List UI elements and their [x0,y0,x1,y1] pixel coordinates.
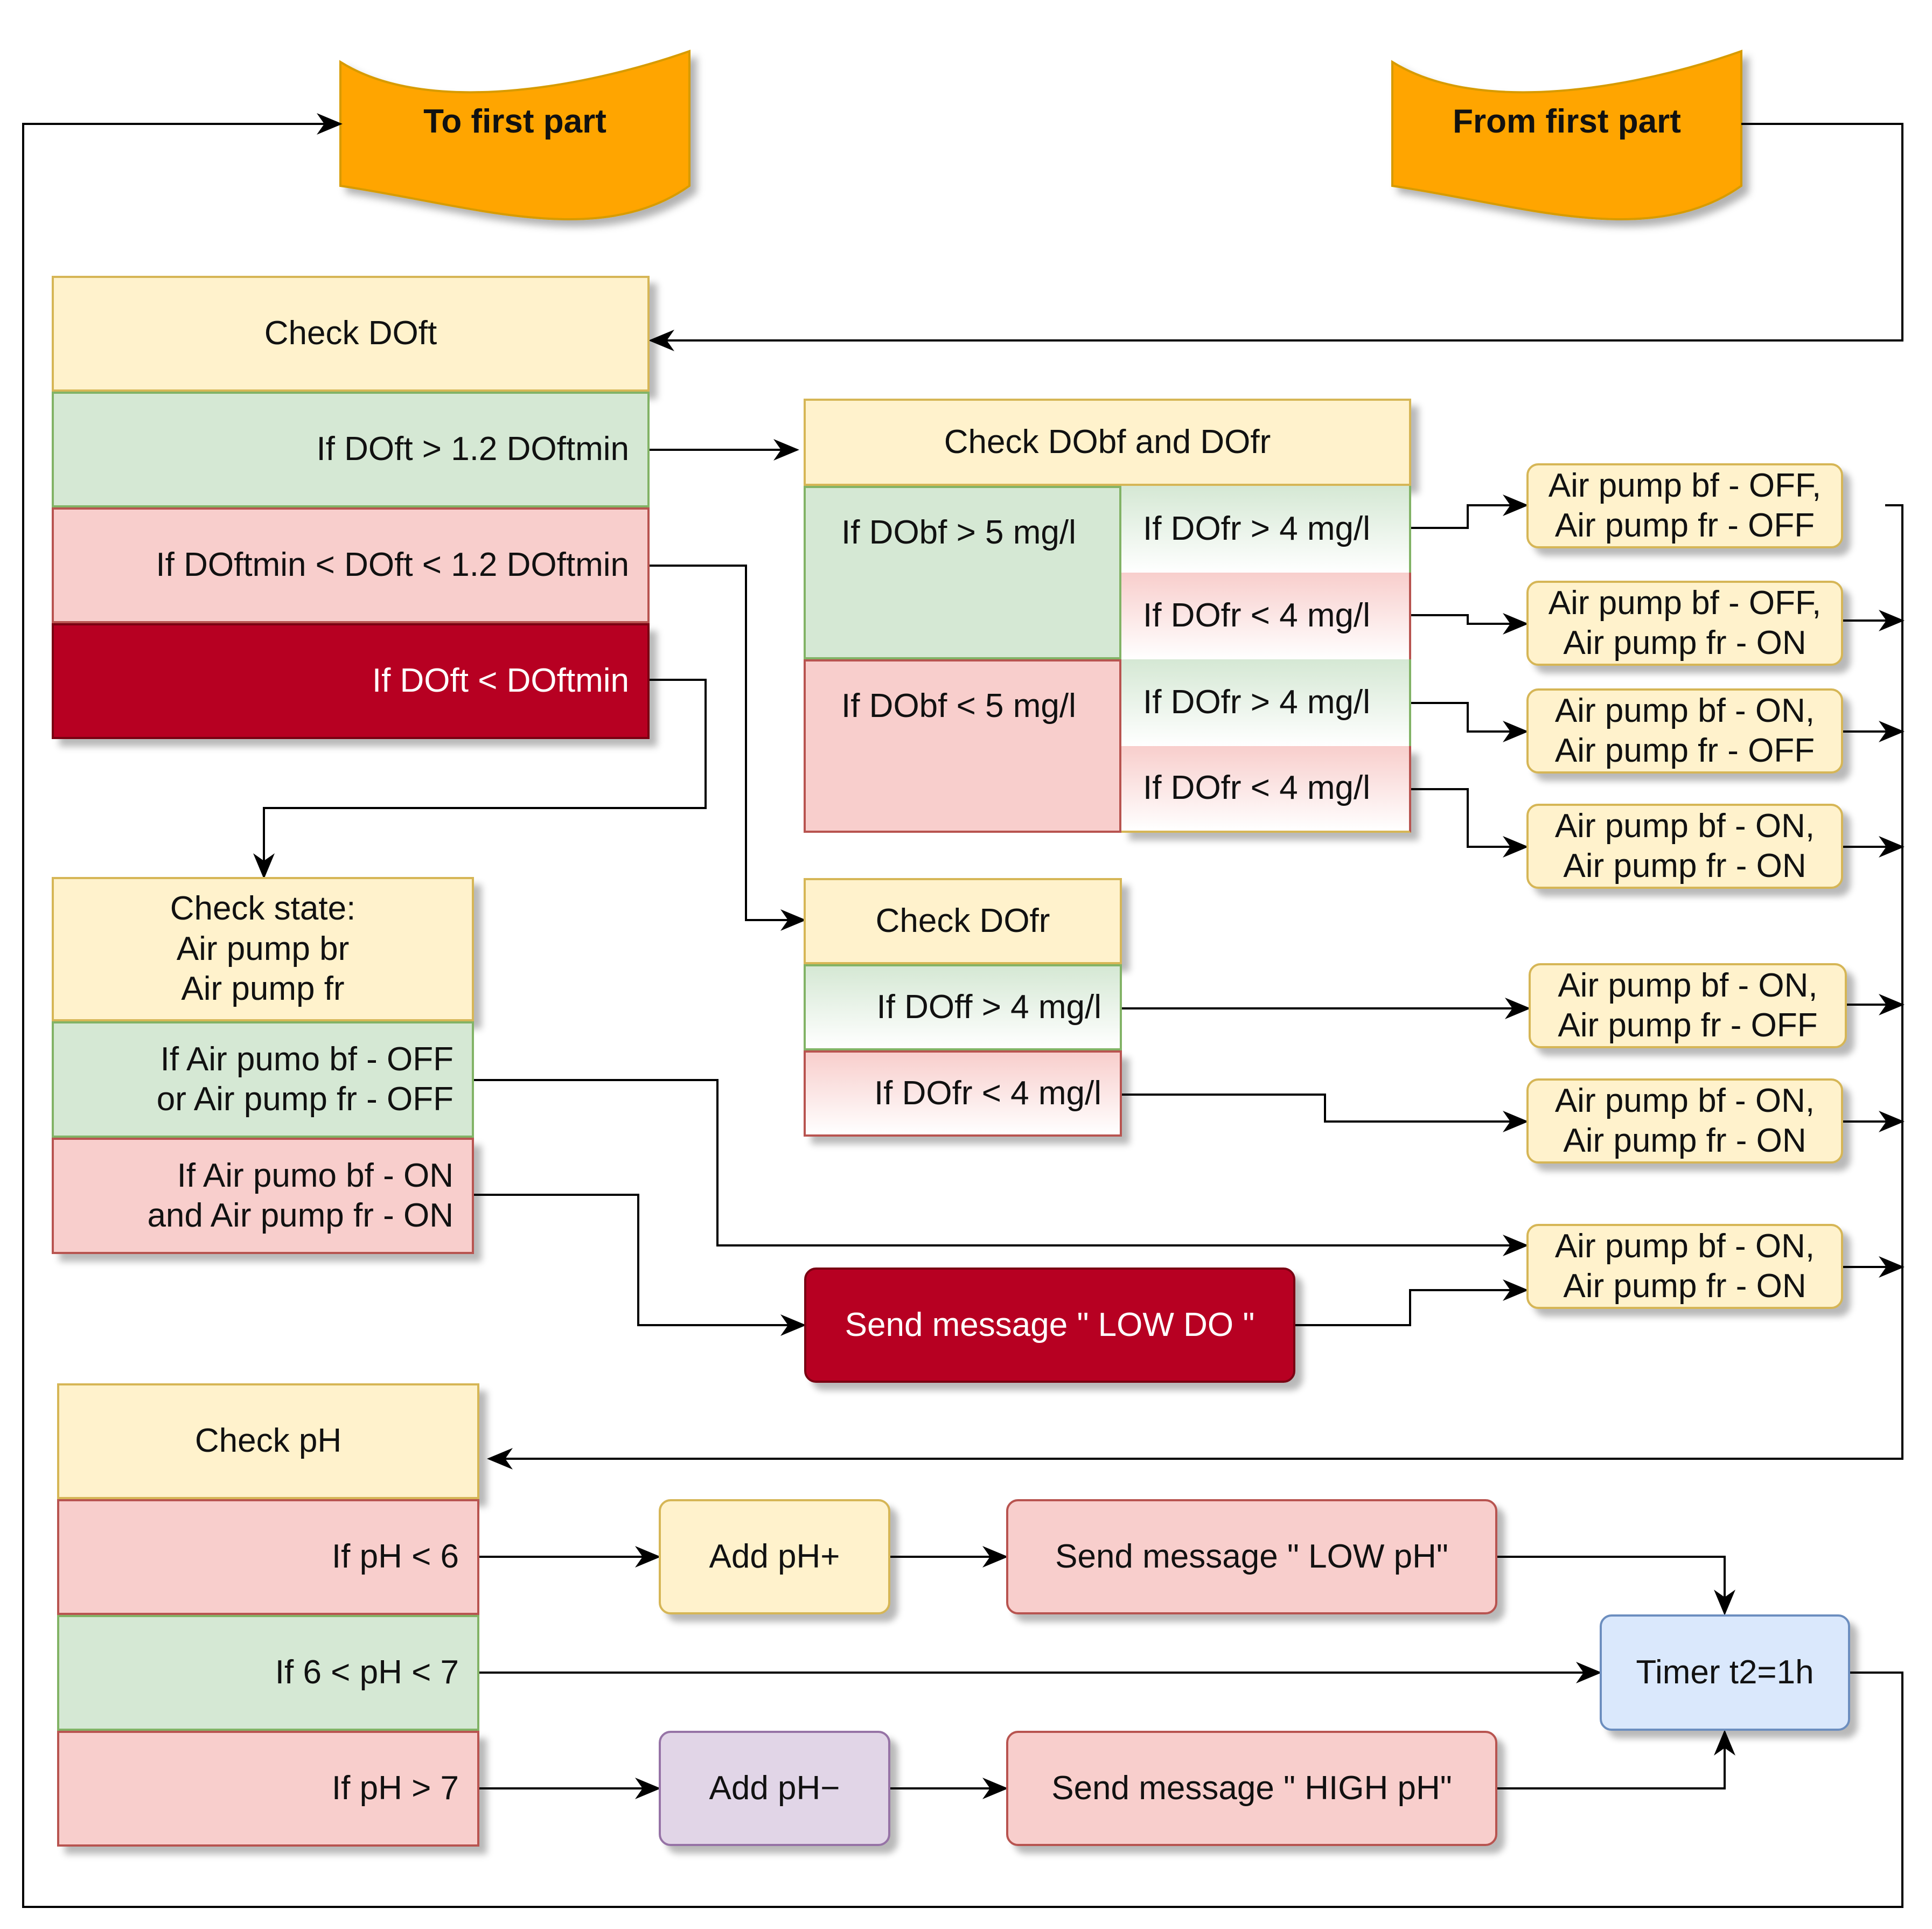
connector-lowph-to-timer [1497,1556,1735,1615]
send-high-ph-message: Send message " HIGH pH" [1006,1731,1497,1846]
pump-result-a1: Air pump bf - OFF, Air pump fr - OFF [1526,463,1843,548]
dofr-high-cell-2: If DOfr > 4 mg/l [1121,659,1411,746]
to-first-part-label: To first part [423,103,606,140]
connector-state-on [474,1194,806,1336]
connector-from-first-to-doft [648,123,1903,351]
dofr-low-cell-1: If DOfr < 4 mg/l [1121,573,1411,659]
doft-row-high: If DOft > 1.2 DOftmin [52,392,650,507]
connector-highph-to-timer [1497,1730,1735,1789]
pump-result-b3: Air pump bf - ON, Air pump fr - ON [1526,1224,1843,1309]
right-bus [487,504,1903,1470]
dobf-high-cell: If DObf > 5 mg/l [804,486,1121,659]
connector-dofr-low [1122,1094,1529,1132]
add-ph-minus: Add pH− [659,1731,890,1846]
ph-row-high: If pH > 7 [57,1731,479,1847]
send-low-do-message: Send message " LOW DO " [804,1268,1295,1383]
doft-row-low: If DOft < DOftmin [52,623,650,739]
connector-dobf-2 [1411,613,1529,635]
pump-result-a4: Air pump bf - ON, Air pump fr - ON [1526,804,1843,889]
add-ph-plus: Add pH+ [659,1499,890,1614]
state-row-on: If Air pumo bf - ON and Air pump fr - ON [52,1138,474,1254]
dobf-low-cell: If DObf < 5 mg/l [804,659,1121,833]
connector-state-off [474,1079,1529,1256]
timer-t2: Timer t2=1h [1600,1614,1850,1731]
ph-row-low: If pH < 6 [57,1499,479,1615]
connector-loop-to-first [22,113,1903,1908]
dofr-row-high: If DOff > 4 mg/l [804,964,1122,1050]
send-low-ph-message: Send message " LOW pH" [1006,1499,1497,1614]
check-dofr-header: Check DOfr [804,878,1122,964]
dofr-high-cell-1: If DOfr > 4 mg/l [1121,486,1411,573]
check-dobf-dofr-header: Check DObf and DOfr [804,399,1411,486]
doft-row-mid: If DOftmin < DOft < 1.2 DOftmin [52,507,650,623]
check-doft-header: Check DOft [52,276,650,392]
check-state-header: Check state: Air pump br Air pump fr [52,877,474,1021]
pump-result-b1: Air pump bf - ON, Air pump fr - OFF [1529,963,1847,1048]
state-row-off: If Air pumo bf - OFF or Air pump fr - OF… [52,1021,474,1138]
pump-result-a2: Air pump bf - OFF, Air pump fr - ON [1526,581,1843,666]
ph-row-mid: If 6 < pH < 7 [57,1615,479,1731]
connector-dobf-3 [1411,702,1529,742]
connector-doft-mid [650,565,806,931]
check-ph-header: Check pH [57,1383,479,1499]
dofr-low-cell-2: If DOfr < 4 mg/l [1121,746,1411,833]
offpage-shape-from-first [1391,50,1742,220]
pump-result-a3: Air pump bf - ON, Air pump fr - OFF [1526,688,1843,774]
dofr-row-low: If DOfr < 4 mg/l [804,1050,1122,1137]
connector-dobf-1 [1411,495,1529,529]
connector-lowdo-to-pump [1295,1279,1529,1326]
connector-dobf-4 [1411,788,1529,858]
pump-result-b2: Air pump bf - ON, Air pump fr - ON [1526,1078,1843,1164]
from-first-part-label: From first part [1453,103,1681,140]
offpage-shape-to-first [339,50,691,220]
connector-doft-low [253,679,707,879]
